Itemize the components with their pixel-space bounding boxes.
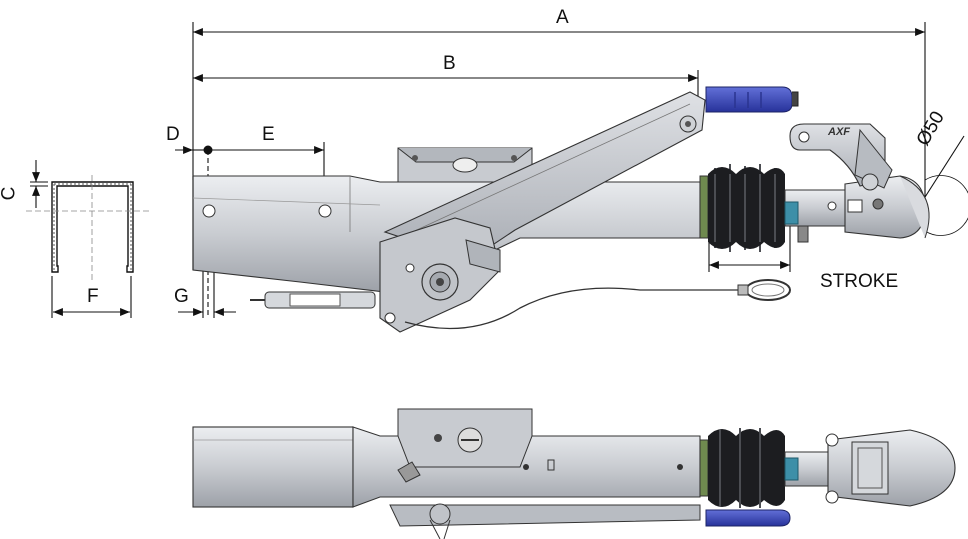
bellows [699,164,785,252]
channel-profile-section [26,175,150,280]
dimension-label-g: G [174,286,189,307]
snap-hook [737,279,791,301]
drawbar-tube-top [192,426,354,508]
lever-grip [705,86,799,113]
top-view [192,408,956,539]
brand-mark: AXF [828,126,850,138]
side-view [192,86,930,333]
push-rod-accent [784,201,799,225]
dimension-label-d: D [166,124,180,145]
coupling-head [789,123,930,239]
brake-rod-turnbuckle [250,291,376,309]
dimension-b [193,70,699,112]
dimension-label-stroke: STROKE [820,271,899,292]
lever-grip-top [705,509,791,527]
dimension-a [192,22,926,225]
dimension-c [30,160,48,208]
dimension-label-a: A [556,7,569,28]
dimension-label-c: C [0,186,20,201]
coupling-head-top [825,429,956,507]
dimension-label-f: F [87,286,99,307]
dimension-label-e: E [262,124,275,145]
dimension-f [51,276,132,318]
bellows-top [699,428,785,508]
dimension-label-b: B [443,53,456,74]
breakaway-cable [404,287,740,330]
